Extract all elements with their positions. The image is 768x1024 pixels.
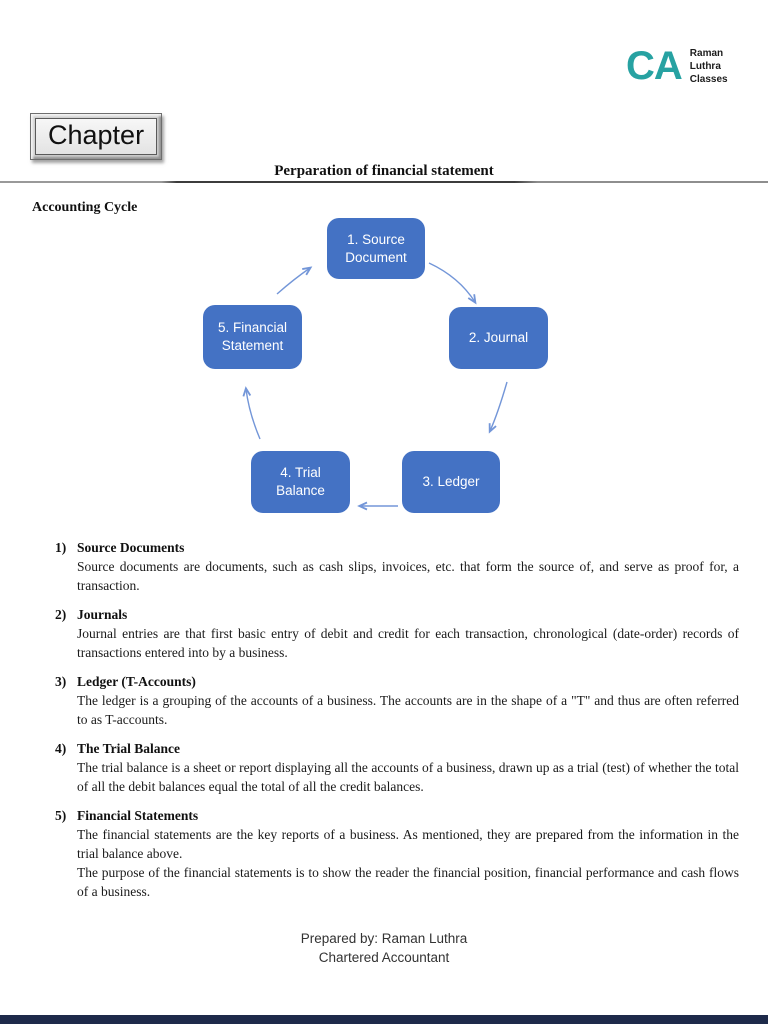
section-financial-statements: 5) Financial Statements The financial st…	[55, 806, 739, 901]
section-heading: Journals	[77, 607, 128, 622]
accounting-cycle-diagram: 1. Source Document 2. Journal 3. Ledger …	[0, 210, 768, 540]
ca-classes-logo: CA Raman Luthra Classes	[626, 46, 728, 86]
node-source-document: 1. Source Document	[327, 218, 425, 279]
section-number: 1)	[55, 540, 67, 555]
section-paragraph: The trial balance is a sheet or report d…	[77, 760, 739, 794]
cycle-arrows	[0, 262, 508, 540]
section-heading: Financial Statements	[77, 808, 199, 823]
footer-designation: Chartered Accountant	[318, 950, 450, 965]
section-number: 5)	[55, 808, 67, 823]
section-ledger: 3) Ledger (T-Accounts) The ledger is a g…	[55, 672, 739, 729]
section-heading: Source Documents	[77, 540, 185, 555]
node-ledger: 3. Ledger	[402, 451, 500, 513]
page-title: Perparation of financial statement	[274, 163, 494, 179]
arrow-trial-to-statement	[246, 389, 261, 440]
footer: Prepared by: Raman Luthra Chartered Acco…	[0, 929, 768, 967]
footer-prepared-by: Prepared by: Raman Luthra	[300, 931, 468, 946]
section-number: 3)	[55, 674, 67, 689]
logo-line-3: Classes	[689, 73, 728, 85]
ca-monogram-icon: CA	[626, 44, 683, 88]
section-paragraph: The financial statements are the key rep…	[77, 827, 739, 861]
accounting-cycle-heading: Accounting Cycle	[32, 200, 138, 215]
logo-line-1: Raman	[689, 47, 724, 59]
arrow-journal-to-ledger	[490, 381, 508, 431]
arrow-source-to-journal	[428, 262, 475, 302]
chapter-button-label: Chapter	[35, 118, 158, 155]
section-heading: Ledger (T-Accounts)	[77, 674, 196, 689]
section-journals: 2) Journals Journal entries are that fir…	[55, 605, 739, 662]
logo-line-2: Luthra	[689, 60, 721, 72]
node-trial-balance: 4. Trial Balance	[251, 451, 350, 513]
section-paragraph: Source documents are documents, such as …	[77, 559, 739, 593]
section-trial-balance: 4) The Trial Balance The trial balance i…	[55, 739, 739, 796]
arrow-statement-to-source	[276, 268, 310, 295]
bottom-bar	[0, 1015, 768, 1024]
section-number: 4)	[55, 741, 67, 756]
logo-text: Raman Luthra Classes	[690, 47, 728, 86]
node-financial-statement: 5. Financial Statement	[203, 305, 302, 369]
section-paragraph: The purpose of the financial statements …	[77, 865, 739, 899]
section-source-documents: 1) Source Documents Source documents are…	[55, 538, 739, 595]
section-paragraph: The ledger is a grouping of the accounts…	[77, 693, 739, 727]
chapter-button[interactable]: Chapter	[30, 113, 163, 160]
content-sections: 1) Source Documents Source documents are…	[55, 538, 739, 911]
title-divider	[0, 181, 768, 183]
section-heading: The Trial Balance	[77, 741, 181, 756]
section-number: 2)	[55, 607, 67, 622]
node-journal: 2. Journal	[449, 307, 548, 369]
section-paragraph: Journal entries are that first basic ent…	[77, 626, 739, 660]
